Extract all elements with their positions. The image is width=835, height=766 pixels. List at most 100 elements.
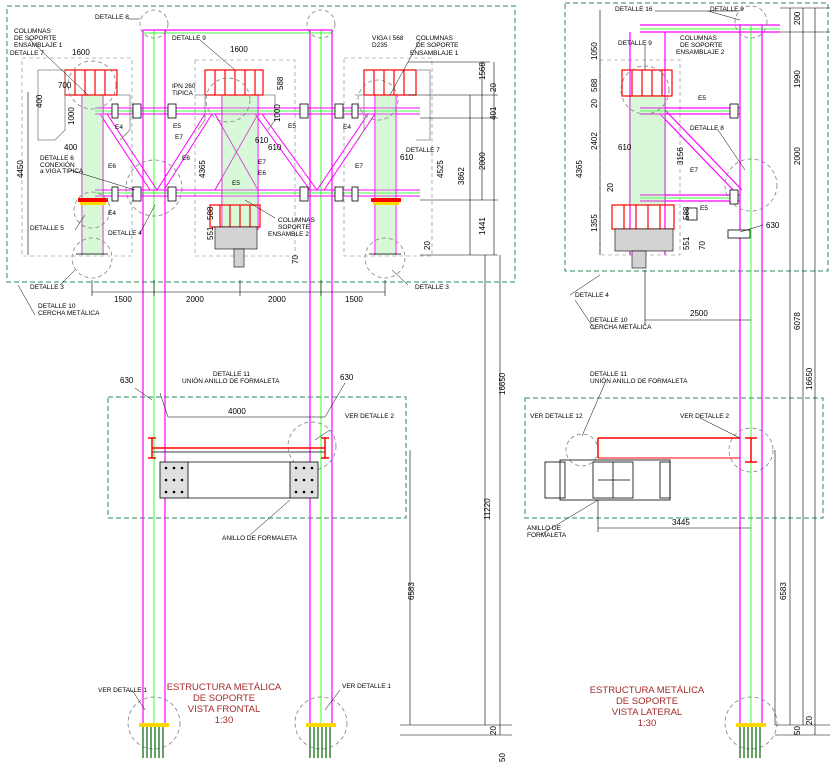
side-label-detalle-16: DETALLE 16 — [615, 6, 653, 13]
side-title-line4: 1:30 — [638, 718, 657, 729]
side-title: ESTRUCTURA METÁLICA DE SOPORTE VISTA LAT… — [590, 685, 705, 729]
dim-16650: 16650 — [498, 372, 507, 395]
dim-401: 401 — [489, 106, 498, 120]
dim-4450: 4450 — [16, 160, 25, 178]
label-ver-detalle-1a: VER DETALLE 1 — [98, 687, 147, 694]
side-title-line1: ESTRUCTURA METÁLICA — [590, 685, 705, 696]
dim-2000v: 2000 — [478, 152, 487, 170]
dim-4000: 4000 — [228, 407, 246, 416]
side-label-detalle-10: DETALLE 10 — [590, 317, 628, 324]
side-dim-630: 630 — [766, 221, 780, 230]
dim-1600a: 1600 — [72, 48, 90, 57]
front-view: DETALLE 8 DETALLE 9 COLUMNAS DE SOPORTE … — [6, 5, 516, 762]
side-label-detalle-4: DETALLE 4 — [575, 292, 609, 299]
side-dimensions: 1050 20 588 2402 610 3156 4365 20 1355 5… — [575, 11, 814, 735]
label-detalle-8: DETALLE 8 — [95, 14, 129, 21]
side-label-columnas-b: DE SOPORTE — [680, 42, 723, 49]
side-label-columnas-c: ENSAMBLAJE 2 — [676, 49, 725, 56]
dim-588: 588 — [276, 76, 285, 90]
dim-50: 50 — [498, 753, 507, 762]
dim-1600b: 1600 — [230, 45, 248, 54]
side-view: DETALLE 16 DETALLE 9 DETALLE 9 COLUMNAS … — [524, 2, 830, 758]
label-detalle-10: DETALLE 10 — [38, 303, 76, 310]
side-dim-610: 610 — [618, 143, 632, 152]
dim-20c: 20 — [489, 726, 498, 735]
main-column-left — [142, 30, 166, 725]
dim-2000b: 2000 — [268, 295, 286, 304]
label-e6b: E6 — [182, 155, 190, 162]
dim-1568: 1568 — [478, 62, 487, 80]
truss-diagonals — [99, 113, 376, 191]
label-anillo: ANILLO DE FORMALETA — [222, 535, 298, 542]
side-label-ver-detalle-12: VER DETALLE 12 — [530, 413, 583, 420]
side-dim-6583: 6583 — [779, 582, 788, 600]
label-viga-tipica: a VIGA TIPICA — [40, 168, 84, 175]
label-detalle-3b: DETALLE 3 — [415, 284, 449, 291]
dim-4525: 4525 — [436, 160, 445, 178]
dim-4365: 4365 — [198, 160, 207, 178]
label-ver-detalle-2: VER DETALLE 2 — [345, 413, 394, 420]
front-anillo-frame — [107, 396, 407, 519]
dim-1500b: 1500 — [345, 295, 363, 304]
dim-2000a: 2000 — [186, 295, 204, 304]
label-detalle-7a: DETALLE 7 — [10, 50, 44, 57]
side-label-ver-detalle-2: VER DETALLE 2 — [680, 413, 729, 420]
dim-630a: 630 — [120, 376, 134, 385]
label-tipica: TIPICA — [172, 90, 194, 97]
main-column-right — [309, 30, 333, 725]
dim-630b: 630 — [340, 373, 354, 382]
side-anillo-frame — [524, 397, 824, 519]
side-label-e7: E7 — [690, 167, 698, 174]
label-detalle-5: DETALLE 5 — [30, 225, 64, 232]
side-dim-2000: 2000 — [793, 147, 802, 165]
assembly3-frame — [343, 57, 433, 257]
side-dim-70: 70 — [698, 241, 707, 250]
assembly2-frame — [194, 59, 296, 257]
side-label-anillo-b: FORMALETA — [527, 532, 567, 539]
label-e7c: E7 — [355, 163, 363, 170]
front-title-line3: VISTA FRONTAL — [188, 704, 261, 715]
side-dim-6078: 6078 — [793, 312, 802, 330]
dim-700: 700 — [58, 81, 72, 90]
side-dim-588: 588 — [590, 78, 599, 92]
dim-610b: 610 — [400, 153, 414, 162]
side-label-union: UNIÓN ANILLO DE FORMALETA — [590, 376, 688, 385]
label-columnas-3b: DE SOPORTE — [416, 42, 459, 49]
side-main-column — [629, 24, 780, 725]
side-title-line2: DE SOPORTE — [616, 696, 678, 707]
side-label-detalle-8: DETALLE 8 — [690, 125, 724, 132]
label-columnas-3a: COLUMNAS — [416, 35, 454, 42]
dim-1000b: 1000 — [273, 104, 282, 122]
label-detalle-4: DETALLE 4 — [108, 230, 142, 237]
side-label-cercha: CERCHA METÁLICA — [590, 322, 652, 331]
side-label-anillo-a: ANILLO DE — [527, 525, 562, 532]
side-dim-3156: 3156 — [676, 147, 685, 165]
label-cercha: CERCHA METÁLICA — [38, 308, 100, 317]
side-dim-1355: 1355 — [590, 214, 599, 232]
label-ver-detalle-1b: VER DETALLE 1 — [342, 683, 391, 690]
front-title-line1: ESTRUCTURA METÁLICA — [167, 682, 282, 693]
dim-610c: 610 — [255, 136, 269, 145]
label-columnas-2a: COLUMNAS — [278, 217, 316, 224]
side-labels: DETALLE 16 DETALLE 9 DETALLE 9 COLUMNAS … — [527, 6, 744, 539]
label-columnas-3c: ENSAMBLAJE 1 — [410, 50, 459, 57]
dim-400a: 400 — [35, 94, 44, 108]
side-label-e5b: E5 — [700, 205, 708, 212]
label-e4b: E4 — [108, 210, 116, 217]
label-d235: D235 — [372, 42, 388, 49]
dim-3862: 3862 — [457, 167, 466, 185]
side-dim-200: 200 — [793, 11, 802, 25]
side-label-e5a: E5 — [698, 95, 706, 102]
front-title: ESTRUCTURA METÁLICA DE SOPORTE VISTA FRO… — [167, 682, 282, 726]
label-e6a: E6 — [108, 163, 116, 170]
front-title-line4: 1:30 — [215, 715, 234, 726]
label-detalle-9: DETALLE 9 — [172, 35, 206, 42]
front-dimensions: 1600 1600 700 400 400 1000 1000 4450 610… — [16, 45, 507, 762]
dim-70: 70 — [291, 255, 300, 264]
side-dim-16650: 16650 — [805, 367, 814, 390]
side-dim-4365: 4365 — [575, 160, 584, 178]
side-label-columnas-a: COLUMNAS — [680, 35, 718, 42]
side-label-detalle-11: DETALLE 11 — [590, 371, 627, 378]
label-columnas-2b: SOPORTE — [278, 224, 310, 231]
